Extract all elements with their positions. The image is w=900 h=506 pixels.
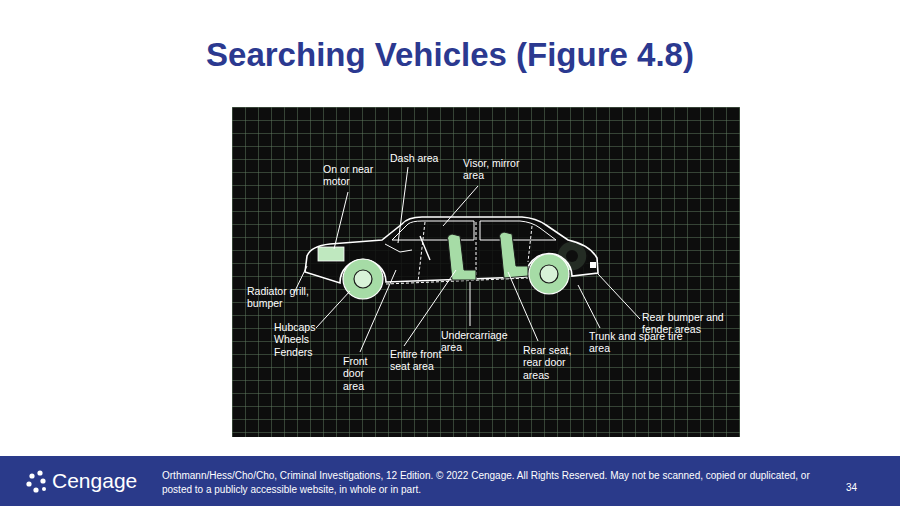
image-panel: [232, 107, 740, 437]
callout-label: Front door area: [343, 355, 377, 392]
callout-label: On or near motor: [323, 163, 385, 188]
brand-name: Cengage: [52, 469, 152, 493]
callout-label: Dash area: [390, 152, 460, 164]
car-illustration: [305, 217, 598, 299]
callout-label: Radiator grill, bumper: [247, 285, 321, 310]
callout-label: Visor, mirror area: [463, 157, 535, 182]
callout-label: Undercarriage area: [441, 329, 525, 354]
leader-lines: [294, 167, 640, 352]
footer-bar: [0, 456, 900, 506]
callout-label: Entire front seat area: [390, 348, 448, 373]
slide-title: Searching Vehicles (Figure 4.8): [0, 36, 900, 74]
callout-label: Hubcaps Wheels Fenders: [274, 321, 324, 358]
callout-label: Rear bumper and fender areas: [642, 311, 736, 336]
page-number: 34: [846, 482, 876, 493]
cengage-logo-mark: [26, 470, 46, 492]
callout-label: Rear seat, rear door areas: [523, 344, 581, 381]
copyright-note: Orthmann/Hess/Cho/Cho, Criminal Investig…: [162, 469, 822, 496]
grid: [232, 107, 740, 437]
